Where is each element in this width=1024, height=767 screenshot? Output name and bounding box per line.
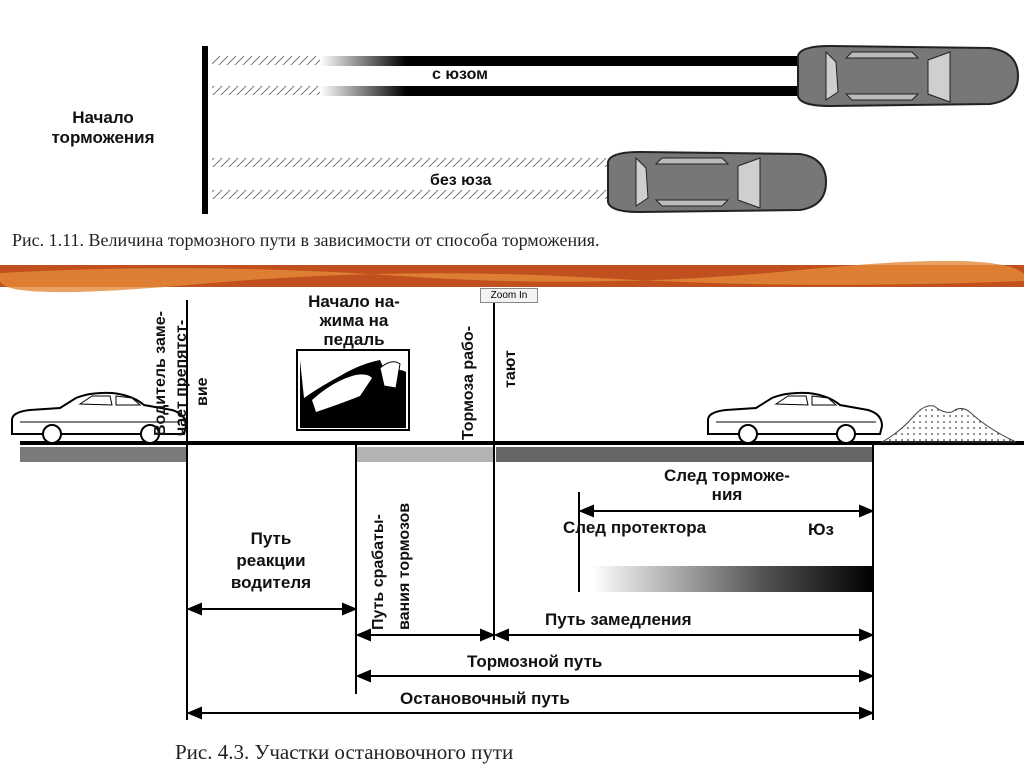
foot-pedal-image bbox=[296, 349, 410, 431]
reaction-path-line2: реакции bbox=[236, 551, 306, 570]
skid-tracks bbox=[212, 56, 800, 96]
actuation-path-line2: вания тормозов bbox=[396, 502, 413, 630]
car-side-view-left bbox=[11, 391, 188, 444]
no-skid-label: без юза bbox=[430, 172, 492, 189]
skid-short-label: Юз bbox=[808, 520, 834, 539]
actuation-path-label: Путь срабаты- вания тормозов bbox=[366, 503, 418, 630]
brakes-work-line1: Тормоза рабо- bbox=[460, 325, 477, 440]
car-top-view-no-skid bbox=[607, 150, 828, 214]
braking-start-label: Начало торможения bbox=[28, 108, 178, 148]
top-figure-caption: Рис. 1.11. Величина тормозного пути в за… bbox=[12, 230, 600, 250]
segment-deceleration bbox=[496, 447, 874, 462]
braking-trace-label: След торможе- ния bbox=[612, 466, 842, 504]
braking-start-bar bbox=[202, 46, 208, 214]
segment-actuation bbox=[356, 447, 493, 462]
pedal-label-line2: жима на bbox=[319, 311, 389, 330]
car-top-view-skid bbox=[797, 44, 1020, 108]
stopping-distance-label: Остановочный путь bbox=[400, 689, 570, 708]
arrow-actuation bbox=[355, 628, 496, 642]
zoom-in-button[interactable]: Zoom In bbox=[480, 288, 538, 303]
arrow-reaction bbox=[186, 602, 358, 616]
skid-label: с юзом bbox=[432, 66, 488, 83]
actuation-path-line1: Путь срабаты- bbox=[370, 514, 387, 630]
road-line bbox=[20, 441, 1024, 445]
deceleration-label: Путь замедления bbox=[545, 610, 692, 629]
orange-separator bbox=[0, 260, 1024, 293]
brakes-work-label: Тормоза рабо- тают bbox=[448, 326, 532, 440]
brakes-work-line2: тают bbox=[502, 350, 519, 388]
pedal-label: Начало на- жима на педаль bbox=[268, 292, 440, 349]
segment-reaction bbox=[20, 447, 188, 462]
bottom-figure-caption: Рис. 4.3. Участки остановочного пути bbox=[175, 740, 514, 764]
no-skid-tracks bbox=[212, 158, 607, 199]
arrow-deceleration bbox=[493, 628, 875, 642]
arrow-braking-trace bbox=[578, 504, 875, 518]
reaction-path-line3: водителя bbox=[230, 573, 312, 592]
braking-start-label-line2: торможения bbox=[51, 128, 155, 147]
braking-distance-label: Тормозной путь bbox=[467, 652, 603, 671]
driver-notices-line2: чает препятст- bbox=[173, 319, 190, 436]
arrow-stopping-distance bbox=[186, 706, 875, 720]
reaction-path-line1: Путь bbox=[250, 529, 292, 548]
driver-notices-line1: Водитель заме- bbox=[152, 311, 169, 436]
car-side-view-right bbox=[707, 391, 884, 444]
braking-trace-line2: ния bbox=[711, 485, 743, 504]
pedal-label-line3: педаль bbox=[323, 330, 385, 349]
driver-notices-line3: вие bbox=[194, 377, 211, 406]
tread-trace-bar bbox=[592, 566, 874, 592]
driver-notices-label: Водитель заме- чает препятст- вие bbox=[150, 311, 213, 436]
tread-trace-label: След протектора bbox=[563, 518, 707, 537]
pedal-label-line1: Начало на- bbox=[308, 292, 400, 311]
arrow-braking-distance bbox=[355, 669, 875, 683]
braking-start-label-line1: Начало bbox=[72, 108, 134, 127]
reaction-path-label: Путь реакции водителя bbox=[196, 528, 346, 594]
obstacle-pile bbox=[880, 405, 1017, 443]
braking-trace-line1: След торможе- bbox=[664, 466, 790, 485]
